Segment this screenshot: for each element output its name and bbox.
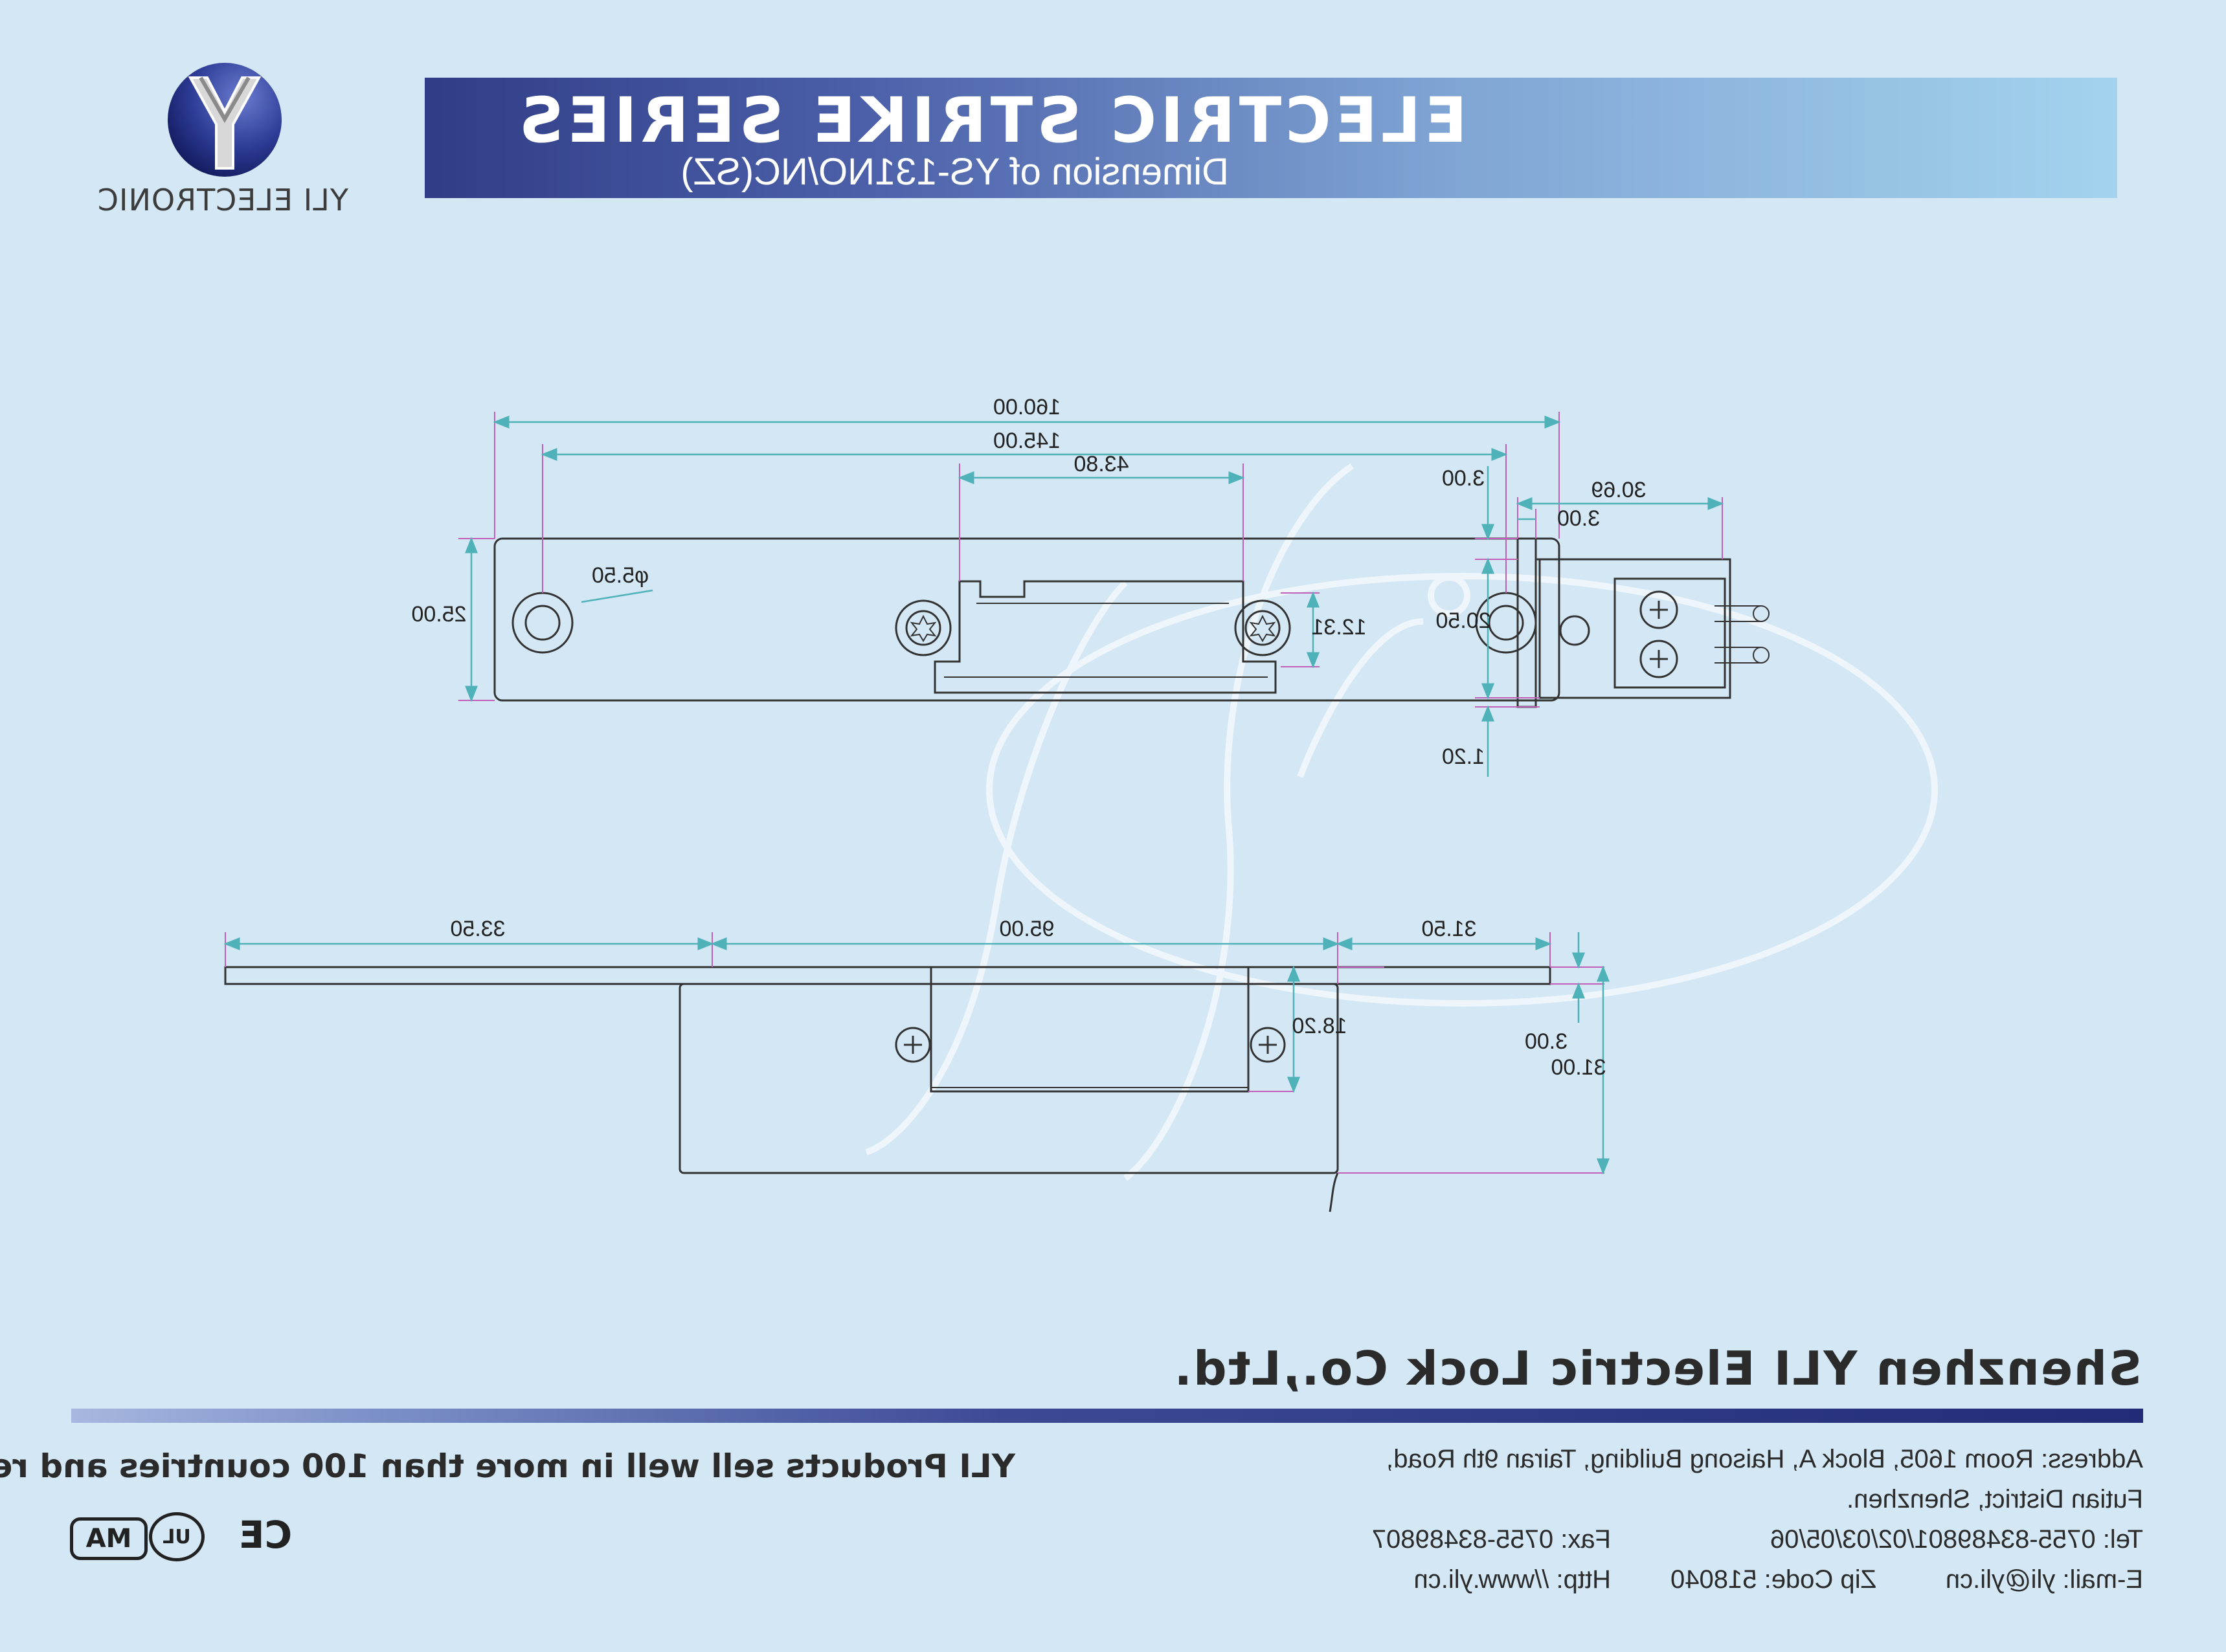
dim-keeper-width: 43.80 [1074,452,1129,476]
bottom-body [679,983,1339,1174]
dim-plate-height: 25.00 [411,602,466,627]
dim-bottom-right: 31.50 [1421,917,1476,941]
dim-overall-length: 160.00 [993,395,1061,419]
dim-bottom-plate-thickness: 3.00 [1525,1029,1568,1054]
dim-side-body-height: 20.50 [1435,608,1490,633]
dim-side-plate-thickness: 3.00 [1442,466,1485,491]
dim-hole-diameter: φ5.50 [592,563,649,588]
yli-watermark [865,463,1938,1181]
fax-text: Fax: 0755-83489807 [1371,1525,1611,1554]
terminal-block [1613,577,1726,689]
keeper-opening [934,580,1277,694]
face-plate [493,537,1560,702]
top-view [458,412,1561,702]
ma-mark-icon: MA [70,1517,148,1560]
address-line-1: Address: Room 1605, Block A, Haisong Bui… [1386,1445,2143,1473]
ce-mark-icon: CE [238,1513,293,1557]
website-link[interactable]: Http: //www.yli.cn [1413,1565,1611,1594]
terminal-screw [1639,590,1678,629]
torx-screw [1234,599,1291,656]
bottom-keeper [930,966,1250,1093]
phillips-screw [895,1027,931,1063]
bottom-view [223,932,1610,1212]
mounting-hole [512,592,574,654]
dim-bottom-keeper-depth: 18.20 [1292,1014,1347,1038]
dim-side-depth: 30.69 [1591,478,1646,502]
dim-bottom-total-depth: 31.00 [1551,1055,1606,1080]
terminal-screw [1639,640,1678,678]
address-line-2: Futian District, Shenzhen. [1847,1485,2143,1513]
side-view [1475,466,1770,777]
company-name: Shenzhen YLI Electric Lock Co.,Ltd. [1173,1341,2142,1396]
yli-y-logo-icon [168,63,282,177]
dim-bottom-left: 33.50 [450,917,505,941]
tel-text: Tel: 0755-83489801/02/03/05/06 [1770,1525,2143,1554]
dim-side-lower: 1.20 [1442,744,1485,769]
ul-mark-icon: UL [149,1512,205,1561]
dim-bottom-body: 95.00 [999,917,1054,941]
footer-divider [71,1409,2143,1423]
side-body [1538,558,1731,699]
phillips-screw [1250,1027,1286,1063]
torx-screw [895,599,952,656]
bottom-plate [224,966,1551,985]
dim-hole-spacing: 145.00 [993,429,1061,453]
dim-side-offset: 3.00 [1557,506,1600,531]
slogan: YLI Products sell well in more than 100 … [0,1447,1015,1485]
dim-keeper-opening: 12.31 [1311,615,1366,640]
